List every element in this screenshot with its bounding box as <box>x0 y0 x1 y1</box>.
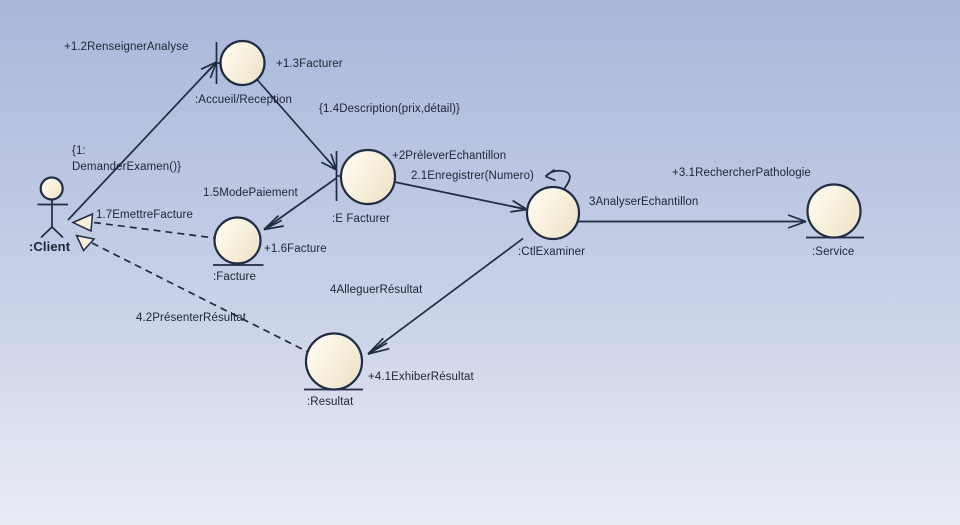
message-label-presenter-resultat: 4.2PrésenterRésultat <box>136 312 247 324</box>
service-label: :Service <box>812 246 855 258</box>
edge-alleguer-resultat <box>367 237 524 355</box>
node-e-facturer <box>335 148 397 206</box>
facture-label: :Facture <box>213 271 256 283</box>
message-label-emettre-facture: 1.7EmettreFacture <box>96 209 193 221</box>
edge-facturer <box>256 78 338 171</box>
arrowhead-enregistrer <box>510 199 528 213</box>
arrowhead-facturer <box>321 153 338 171</box>
edge-enregistrer <box>394 181 528 213</box>
node-resultat <box>304 332 364 391</box>
edge-mode-paiement <box>263 177 337 231</box>
actor-leg-right <box>51 226 64 239</box>
message-label-renseigner-analyse: +1.2RenseignerAnalyse <box>64 41 189 53</box>
edge-analyser-echantillon <box>578 214 807 229</box>
control-arrow-ctlexaminer <box>544 168 571 190</box>
facture-circle <box>213 216 262 265</box>
message-label-alleguer-resultat: 4AlleguerRésultat <box>330 284 423 296</box>
triangle-arrowhead-presenter-resultat <box>75 234 96 252</box>
accueil-circle <box>219 39 266 87</box>
node-service <box>806 183 864 239</box>
arrowhead-demander-examen <box>200 61 218 79</box>
message-label-enregistrer: 2.1Enregistrer(Numero) <box>411 170 534 182</box>
message-label-demander-examen: {1: DemanderExamen()} <box>72 145 182 173</box>
service-circle <box>806 183 862 239</box>
edge-demander-examen <box>67 61 218 221</box>
edge-presenter-resultat <box>75 234 308 353</box>
client-actor-icon <box>37 176 68 239</box>
message-label-exhiber-resultat: +4.1ExhiberRésultat <box>368 371 474 383</box>
message-label-analyser-echantillon: 3AnalyserEchantillon <box>589 196 699 208</box>
arrowhead-mode-paiement <box>263 214 284 231</box>
node-facture <box>213 216 264 266</box>
efacturer-circle <box>339 148 397 206</box>
arrowhead-alleguer-resultat <box>367 337 390 355</box>
resultat-circle <box>304 332 364 391</box>
resultat-label: :Resultat <box>307 396 354 408</box>
message-label-prelever-echantillon: +2PréleverEchantillon <box>392 150 507 162</box>
arrowhead-analyser-echantillon <box>787 214 807 229</box>
message-label-mode-paiement: 1.5ModePaiement <box>203 187 298 199</box>
efacturer-label: :E Facturer <box>332 213 390 225</box>
edge-emettre-facture <box>71 212 215 239</box>
actor-head <box>39 176 64 201</box>
actor-leg-left <box>40 226 53 239</box>
node-ctlexaminer <box>525 168 581 241</box>
message-label-description: {1.4Description(prix,détail)} <box>319 103 460 115</box>
node-accueil-reception <box>215 39 266 87</box>
message-label-facture: +1.6Facture <box>264 243 327 255</box>
triangle-arrowhead-emettre-facture <box>71 212 94 233</box>
ctlexaminer-label: :CtlExaminer <box>518 246 586 258</box>
client-label: :Client <box>29 239 71 254</box>
ctlexaminer-circle <box>525 185 581 241</box>
message-label-facturer: +1.3Facturer <box>276 58 343 70</box>
accueil-label: :Accueil/Reception <box>195 94 293 106</box>
message-label-rechercher-pathologie: +3.1RechercherPathologie <box>672 167 811 179</box>
